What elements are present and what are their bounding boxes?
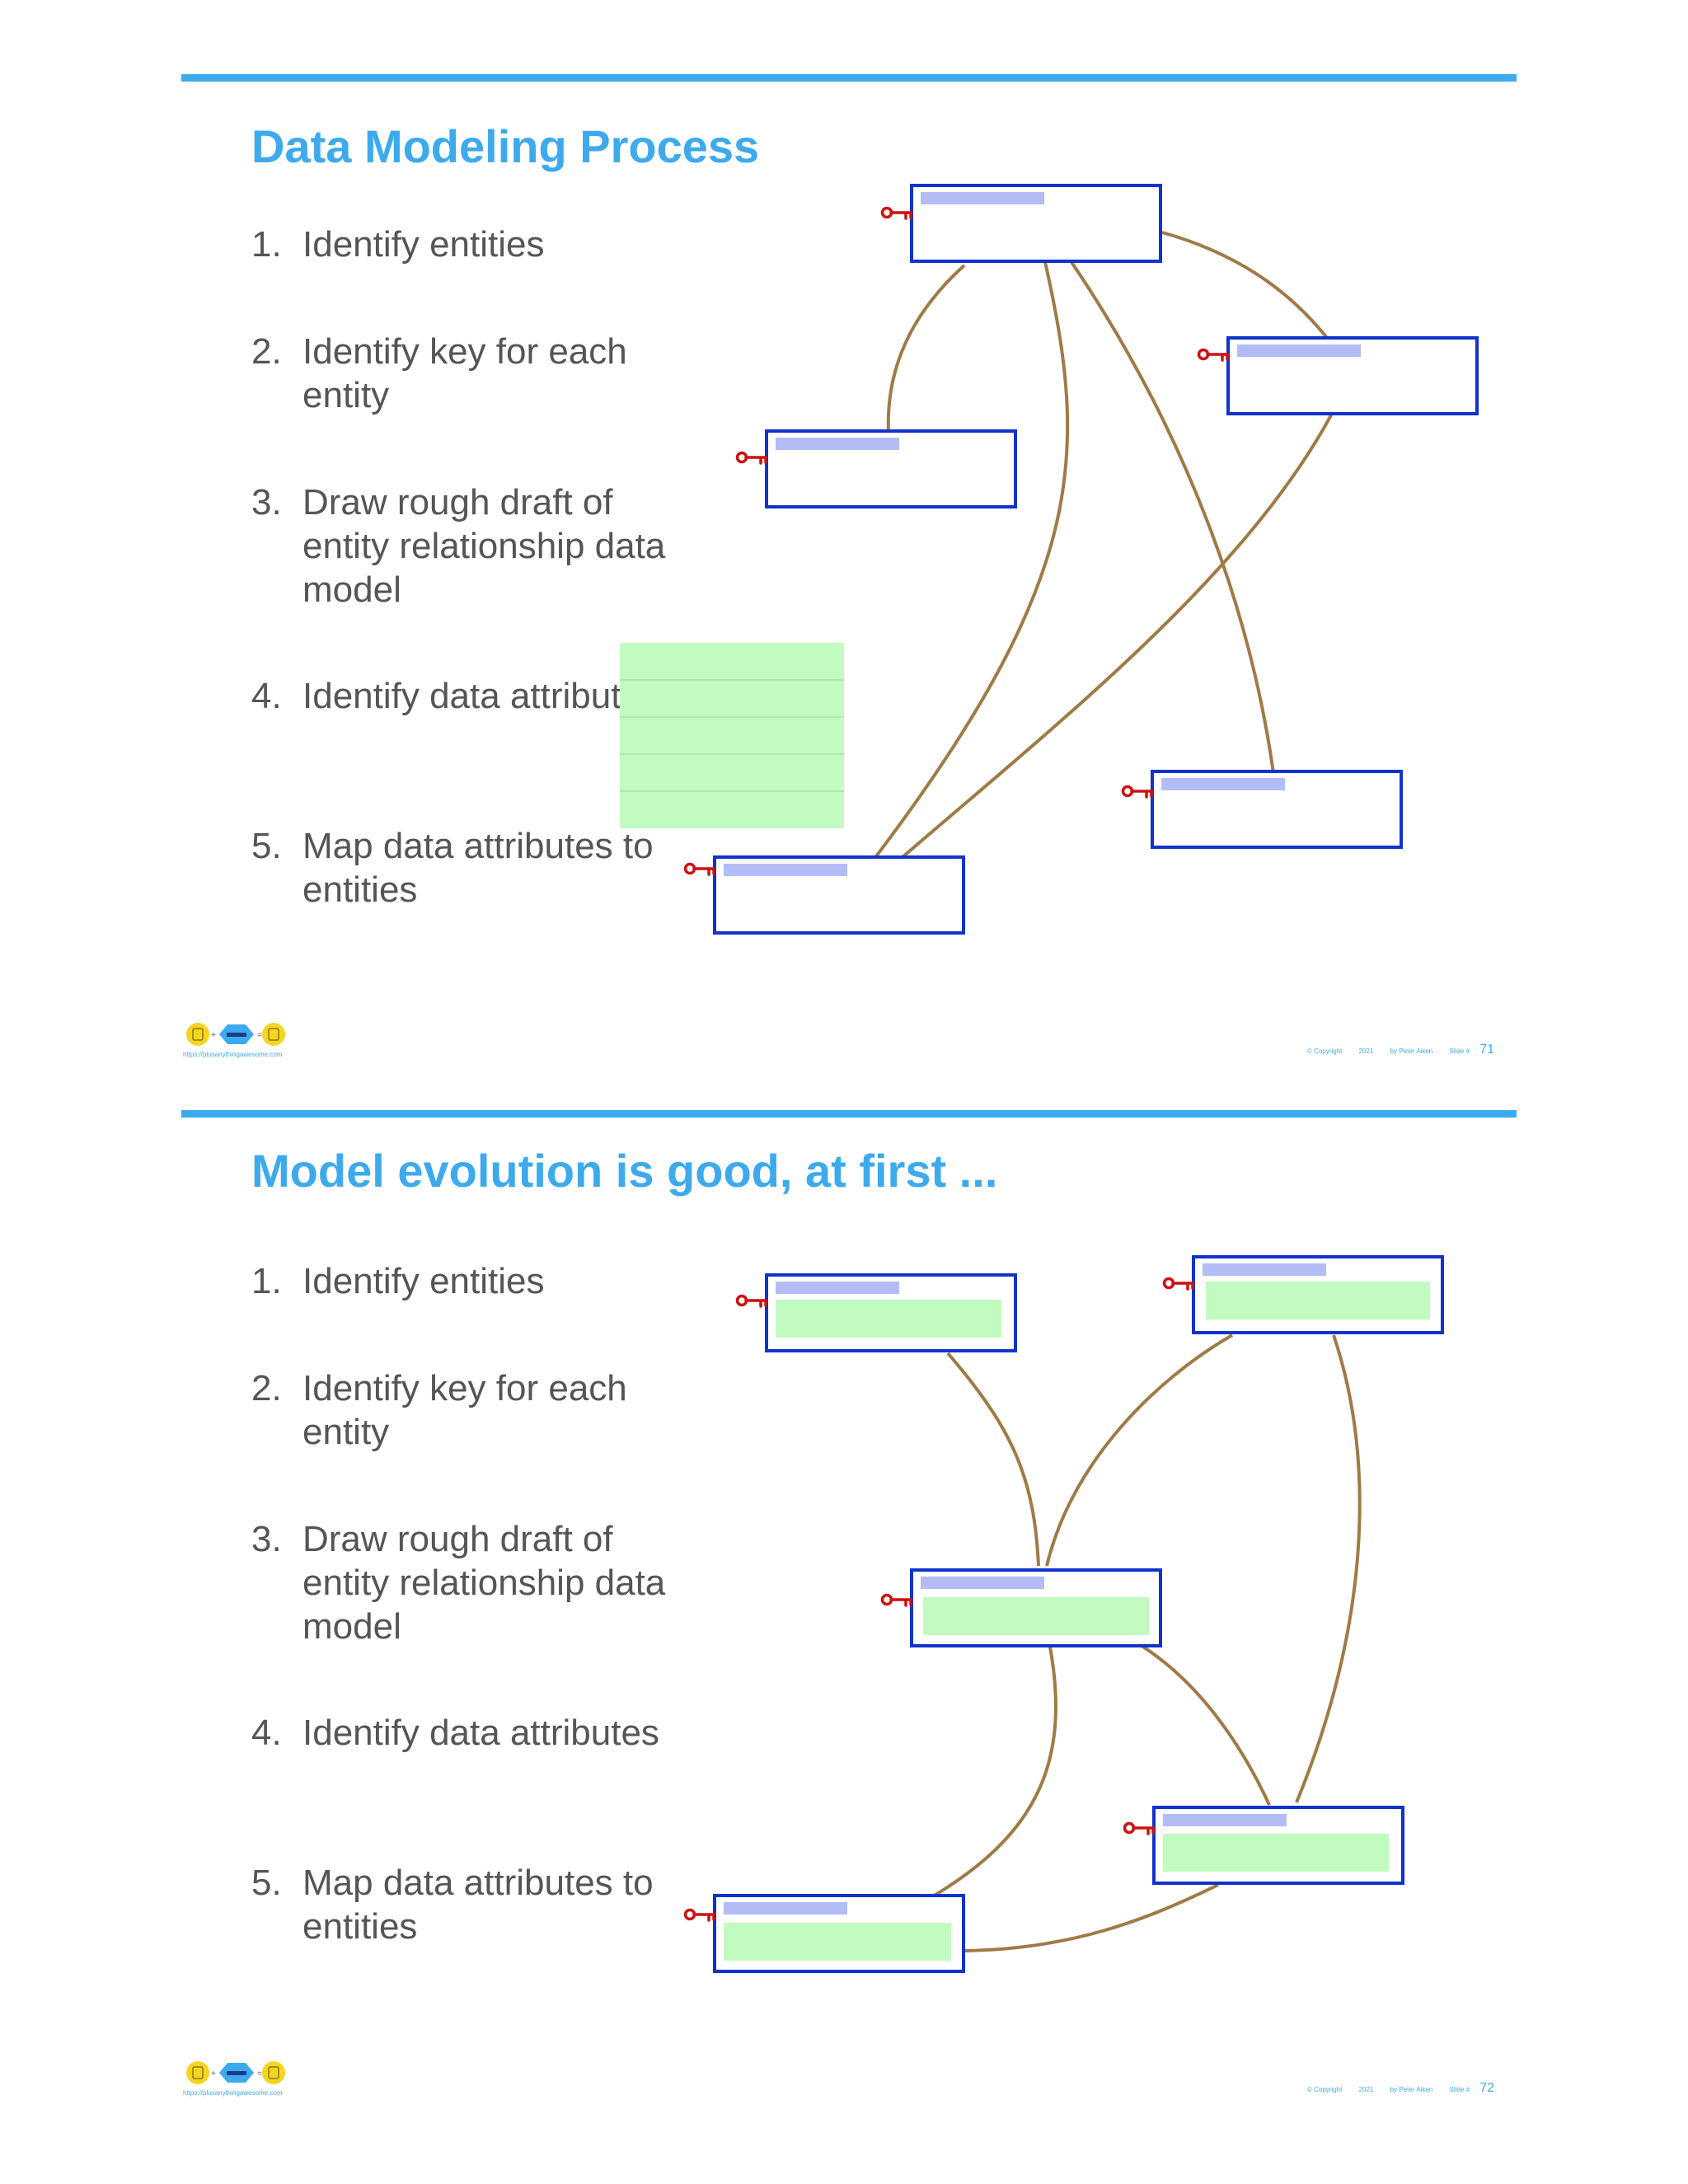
entity-box bbox=[735, 429, 1017, 509]
key-icon bbox=[735, 451, 768, 465]
logo-url: https://plusanythingawesome.com bbox=[183, 2089, 283, 2097]
entity-relationship-diagram bbox=[620, 184, 1479, 935]
entity-box bbox=[735, 1273, 1017, 1352]
slide-2: Model evolution is good, at first ... 1.… bbox=[0, 1034, 1688, 2097]
key-icon bbox=[1162, 1277, 1195, 1291]
slide-top-bar bbox=[181, 1110, 1517, 1118]
relationship-lines bbox=[930, 1333, 1362, 1952]
entity-relationship-diagram bbox=[683, 1255, 1444, 1973]
entity-box bbox=[1162, 1255, 1444, 1334]
slide-title: Data Modeling Process bbox=[251, 120, 760, 172]
entity-box bbox=[683, 1894, 965, 1973]
entity-box bbox=[1197, 336, 1479, 415]
key-icon bbox=[683, 1908, 716, 1922]
entity-box bbox=[880, 1568, 1162, 1647]
slide-footer: © Copyright 2021 by Peter Aiken Slide # … bbox=[1307, 2081, 1494, 2095]
slide-top-bar bbox=[181, 74, 1517, 82]
slide-footer: © Copyright 2021 by Peter Aiken Slide # … bbox=[1307, 1043, 1494, 1057]
svg-text:=: = bbox=[257, 1031, 262, 1040]
entity-box bbox=[1123, 1806, 1404, 1885]
slide-1: Data Modeling Process 1. Identify entiti… bbox=[0, 0, 1688, 1058]
svg-text:+: + bbox=[211, 1031, 216, 1040]
data-attributes-block bbox=[620, 643, 844, 828]
logo-url: https://plusanythingawesome.com bbox=[183, 1051, 283, 1058]
entity-box bbox=[683, 855, 965, 935]
entity-box bbox=[880, 184, 1162, 263]
svg-text:=: = bbox=[257, 2069, 262, 2079]
key-icon bbox=[880, 1593, 913, 1607]
svg-text:+: + bbox=[211, 2069, 216, 2079]
entity-box bbox=[1121, 770, 1403, 849]
key-icon bbox=[683, 862, 716, 876]
slide-title: Model evolution is good, at first ... bbox=[251, 1145, 998, 1197]
key-icon bbox=[735, 1294, 768, 1308]
key-icon bbox=[1123, 1821, 1156, 1835]
key-icon bbox=[1121, 785, 1154, 799]
logo: + = bbox=[186, 2061, 285, 2084]
slide-number: 71 bbox=[1479, 1043, 1494, 1057]
key-icon bbox=[880, 206, 913, 220]
relationship-lines bbox=[872, 231, 1334, 861]
logo: + = bbox=[186, 1023, 285, 1046]
slide-number: 72 bbox=[1479, 2081, 1494, 2095]
key-icon bbox=[1197, 348, 1230, 362]
